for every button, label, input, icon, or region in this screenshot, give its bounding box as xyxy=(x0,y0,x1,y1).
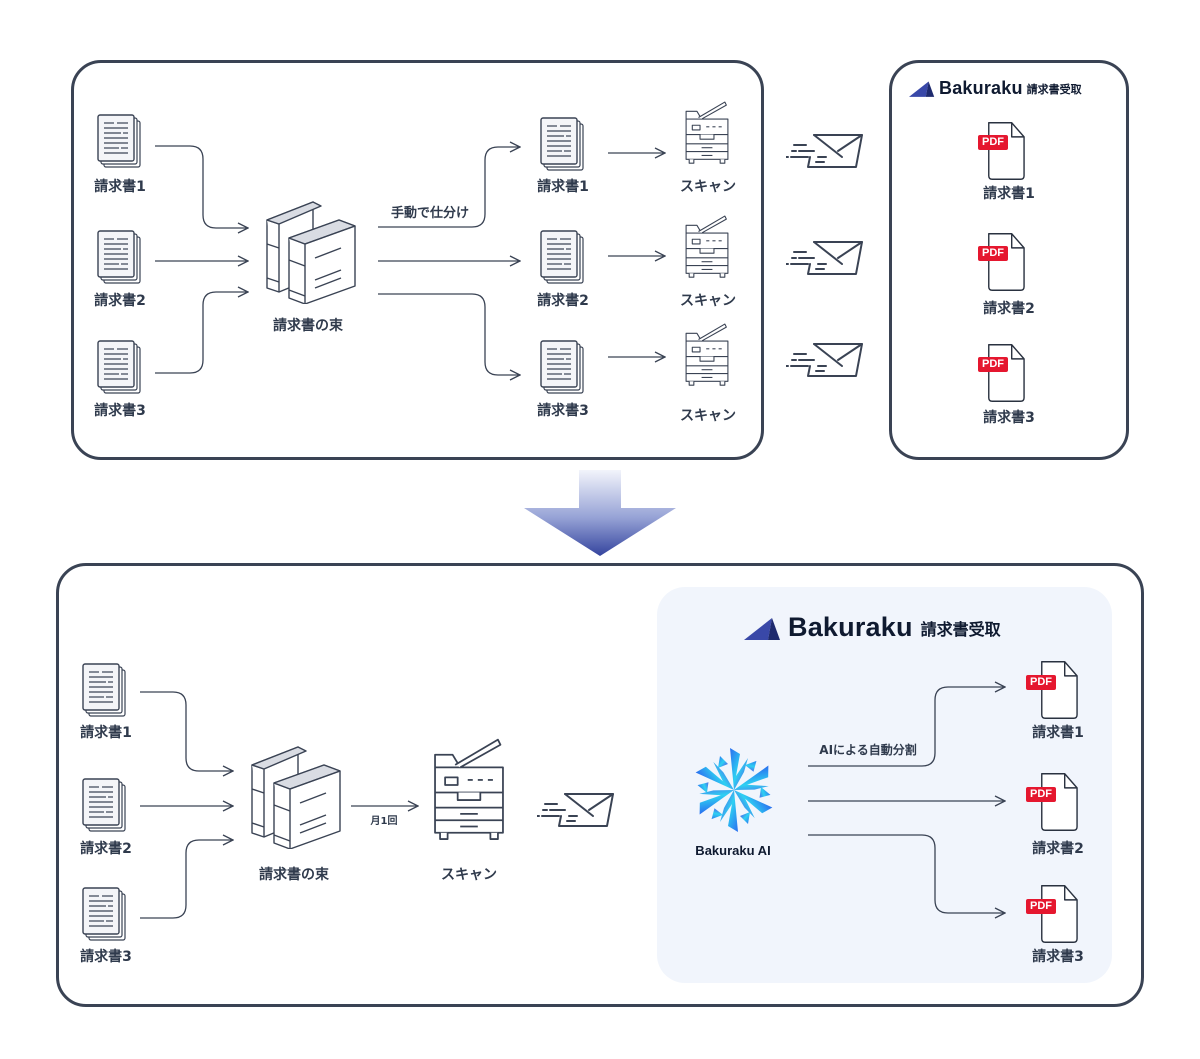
sorted-label: 請求書1 xyxy=(537,179,589,195)
connector-input1-to-bundle xyxy=(155,145,248,228)
before-process-box xyxy=(71,60,764,460)
input-label: 請求書3 xyxy=(80,949,132,965)
input-label: 請求書1 xyxy=(94,179,146,195)
pdf-badge: PDF xyxy=(978,357,1008,372)
bakuraku-brand: Bakuraku 請求書受取 xyxy=(744,612,1001,643)
binders-icon xyxy=(250,745,342,849)
pdf-badge: PDF xyxy=(1026,675,1056,690)
input-label: 請求書1 xyxy=(80,725,132,741)
scan-label: スキャン xyxy=(680,293,736,309)
bundle-label: 請求書の束 xyxy=(273,318,343,334)
connector-input3-to-bundle xyxy=(140,840,233,919)
pdf-file-icon xyxy=(1025,660,1085,720)
connector-input1-to-bundle xyxy=(140,691,233,771)
pdf-file-icon xyxy=(1025,772,1085,832)
ai-split-label: AIによる自動分割 xyxy=(819,743,917,757)
sorted-label: 請求書2 xyxy=(537,293,589,309)
copier-icon xyxy=(430,730,508,850)
pdf-badge: PDF xyxy=(1026,787,1056,802)
connector-ai-to-file3 xyxy=(808,834,1005,913)
document-stack-icon xyxy=(82,887,128,943)
pdf-file-icon xyxy=(1025,884,1085,944)
scan-label: スキャン xyxy=(680,408,736,424)
brand-name: Bakuraku xyxy=(788,612,913,642)
brand-name: Bakuraku xyxy=(939,78,1023,98)
pdf-badge: PDF xyxy=(978,135,1008,150)
down-arrow-icon xyxy=(524,470,676,556)
product-name: 請求書受取 xyxy=(1026,82,1082,96)
file-label: 請求書3 xyxy=(1032,949,1084,965)
frequency-label: 月1回 xyxy=(370,816,398,827)
bakuraku-panel xyxy=(657,587,1112,983)
bakuraku-ai-logo xyxy=(689,748,779,832)
bundle-label: 請求書の束 xyxy=(259,867,329,883)
sorted-label: 請求書3 xyxy=(537,403,589,419)
scan-label: スキャン xyxy=(441,867,497,883)
file-label: 請求書1 xyxy=(1032,725,1084,741)
product-name: 請求書受取 xyxy=(920,619,1001,639)
file-label: 請求書2 xyxy=(1032,841,1084,857)
file-label: 請求書2 xyxy=(983,301,1035,317)
pdf-badge: PDF xyxy=(978,246,1008,261)
input-label: 請求書2 xyxy=(80,841,132,857)
document-stack-icon xyxy=(82,663,128,719)
bakuraku-brand: Bakuraku 請求書受取 xyxy=(909,78,1082,99)
connector-bundle-to-sorted3 xyxy=(378,293,520,375)
input-label: 請求書3 xyxy=(94,403,146,419)
file-label: 請求書3 xyxy=(983,410,1035,426)
manual-sort-label: 手動で仕分け xyxy=(390,206,470,221)
input-label: 請求書2 xyxy=(94,293,146,309)
bakuraku-logo-icon xyxy=(744,616,784,640)
document-stack-icon xyxy=(82,778,128,834)
scan-label: スキャン xyxy=(680,179,736,195)
connector-ai-to-file1 xyxy=(808,687,1005,767)
pdf-badge: PDF xyxy=(1026,899,1056,914)
ai-label: Bakuraku AI xyxy=(695,843,771,858)
connector-bundle-to-sorted1 xyxy=(378,147,520,228)
file-label: 請求書1 xyxy=(983,186,1035,202)
connector-input3-to-bundle xyxy=(155,292,248,374)
send-mail-icon xyxy=(537,790,617,830)
